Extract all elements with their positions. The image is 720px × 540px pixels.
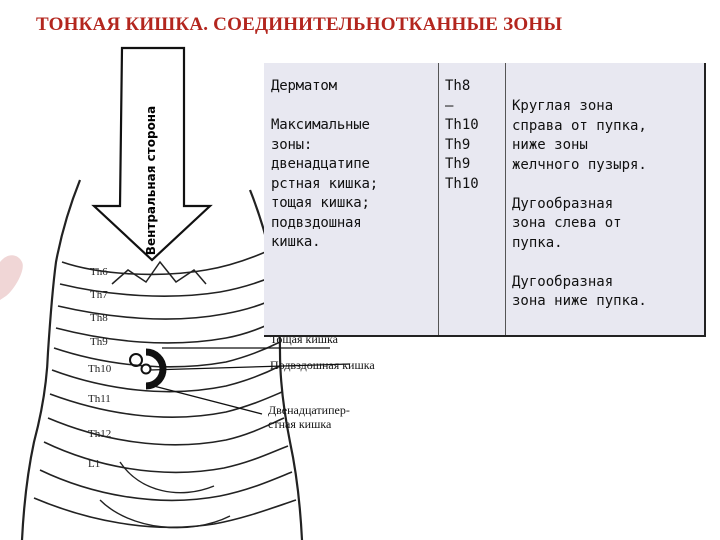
dermatome-label-th7: Th7 bbox=[90, 289, 108, 301]
dermatome-label-th6: Th6 bbox=[90, 266, 108, 278]
ventral-arrow-label: Вентральная сторона bbox=[144, 105, 159, 255]
callout-duodenum: Двенадцатипер- стная кишка bbox=[268, 403, 350, 431]
dermatome-label-th11: Th11 bbox=[88, 393, 111, 405]
zones-text: Круглая зона справа от пупка, ниже зоны … bbox=[512, 98, 647, 309]
segments-text: Th8 – Th10 Th9 Th9 Th10 bbox=[445, 78, 479, 192]
dermatome-label-th10: Th10 bbox=[88, 363, 112, 375]
dermatome-info-table: Дерматом Максимальные зоны: двенадцатипе… bbox=[264, 63, 706, 337]
leader-duodenum bbox=[145, 383, 263, 415]
faded-silhouette bbox=[0, 255, 23, 300]
navel bbox=[140, 363, 152, 375]
leader-ileum bbox=[149, 363, 351, 371]
slide-title: ТОНКАЯ КИШКА. СОЕДИНИТЕЛЬНОТКАННЫЕ ЗОНЫ bbox=[36, 14, 563, 35]
dermatome-label-l1: L1 bbox=[88, 458, 101, 470]
callout-ileum: Подвздошная кишка bbox=[270, 358, 375, 372]
dermatome-label-th12: Th12 bbox=[88, 428, 112, 440]
table-cell-segments: Th8 – Th10 Th9 Th9 Th10 bbox=[438, 63, 506, 336]
ventral-arrow-label-box: Вентральная сторона bbox=[122, 105, 182, 254]
table-row: Дерматом Максимальные зоны: двенадцатипе… bbox=[264, 63, 705, 336]
table-cell-dermatome: Дерматом Максимальные зоны: двенадцатипе… bbox=[264, 63, 439, 336]
ventral-arrow bbox=[91, 46, 213, 262]
dermatome-label-th9: Th9 bbox=[90, 336, 108, 348]
table-cell-zones: Круглая зона справа от пупка, ниже зоны … bbox=[505, 63, 705, 336]
dermatome-text: Дерматом Максимальные зоны: двенадцатипе… bbox=[271, 78, 378, 250]
torso-outline-left bbox=[20, 179, 82, 540]
th6-zigzag bbox=[111, 260, 207, 285]
dermatome-label-th8: Th8 bbox=[90, 312, 108, 324]
duodenum-zone bbox=[129, 353, 143, 367]
